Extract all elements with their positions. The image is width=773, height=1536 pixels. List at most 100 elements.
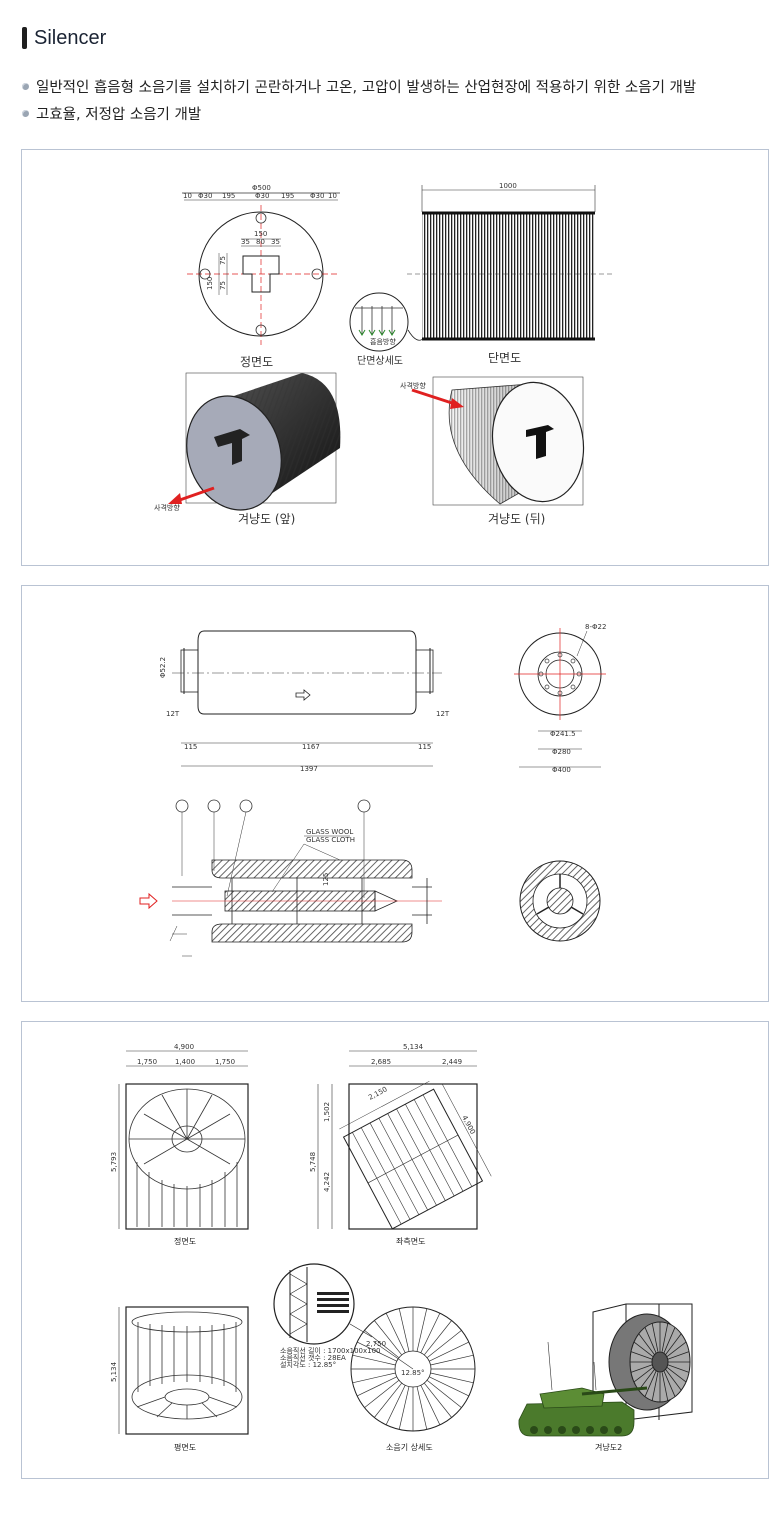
dim-label: 12.85° — [401, 1369, 425, 1377]
section-detail-drawing: 흡음방향 단면상세도 — [349, 292, 425, 367]
detail-tag: 흡음방향 — [370, 337, 396, 346]
dim-label: 1,750 — [215, 1058, 235, 1066]
drawing-spoke-line — [663, 1371, 676, 1397]
drawing-spoke-line — [633, 1367, 654, 1383]
drawing-spoke-line — [364, 1379, 400, 1408]
arrow-label: 사격방향 — [400, 381, 426, 390]
drawing-spoke-line — [352, 1372, 396, 1384]
section-header: Silencer — [22, 26, 106, 50]
note-label: GLASS WOOL — [306, 828, 353, 836]
drawing-spoke-line — [630, 1351, 653, 1360]
drawing-spoke-line — [423, 1382, 452, 1418]
bullet-icon — [22, 110, 29, 117]
drawing-panel-1-svg: Φ500 10 Φ30 195 Φ30 195 Φ30 10 150 35 80… — [154, 182, 612, 526]
caption-iso-back: 겨냥도 (뒤) — [488, 512, 545, 526]
dim-label: 10 — [328, 192, 337, 200]
title-bar-marker — [22, 27, 27, 49]
drawing-spoke-line — [356, 1376, 397, 1397]
dim-label: 1167 — [302, 743, 320, 751]
caption-section-view: 단면도 — [488, 351, 521, 365]
dim-label: 2,685 — [371, 1058, 391, 1066]
p3-iso-view: 겨냥도2 — [518, 1303, 693, 1452]
drawing-spoke-line — [430, 1354, 474, 1366]
detail-note: 소음직선 갯수 : 28EA — [280, 1353, 346, 1362]
list-item: 일반적인 흡음형 소음기를 설치하기 곤란하거나 고온, 고압이 발생하는 산업… — [22, 73, 696, 100]
drawing-spoke-line — [630, 1364, 653, 1373]
drawing-spoke-line — [651, 1372, 659, 1401]
dim-label: Φ500 — [252, 184, 271, 192]
drawing-spoke-line — [385, 1385, 406, 1426]
dim-label: 1,502 — [323, 1102, 331, 1122]
bullet-text: 고효율, 저정압 소음기 개발 — [36, 107, 202, 123]
drawing-spoke-line — [398, 1386, 410, 1430]
drawing-spoke-line — [666, 1341, 687, 1357]
drawing-panel-2-svg: Φ52.2 12T 12T 115 1167 115 1397 8-Φ22 Φ2… — [139, 623, 606, 957]
p3-left-view: 5,134 2,685 2,449 5,748 1,502 4,242 2,15… — [309, 1043, 492, 1246]
p3-detail-view: 소음직선 길이 : 1700x100x100 소음직선 갯수 : 28EA 설치… — [273, 1263, 476, 1452]
dim-label: 35 — [241, 238, 250, 246]
drawing-spoke-line — [420, 1312, 441, 1353]
drawing-spoke-line — [663, 1327, 676, 1353]
drawing-panel-2: Φ52.2 12T 12T 115 1167 115 1397 8-Φ22 Φ2… — [21, 585, 769, 1002]
dim-label: 8-Φ22 — [585, 623, 606, 631]
drawing-spoke-line — [426, 1379, 462, 1408]
caption-p3-iso: 겨냥도2 — [595, 1443, 622, 1452]
drawing-spoke-line — [661, 1372, 669, 1401]
p3-front-view: 4,900 1,750 1,400 1,750 5,793 정면도 — [110, 1043, 249, 1246]
dim-label: Φ30 — [255, 192, 269, 200]
detail-note: 설치각도 : 12.85° — [280, 1360, 336, 1369]
dim-label: 75 — [219, 281, 227, 290]
end-view-drawing: 8-Φ22 Φ241.5 Φ280 Φ400 — [514, 623, 606, 774]
dim-label: 2,150 — [367, 1085, 388, 1101]
section-view-drawing: 1000 단면도 — [407, 182, 612, 365]
dim-label: 195 — [281, 192, 294, 200]
dim-label: 4,900 — [460, 1114, 476, 1135]
drawing-spoke-line — [423, 1320, 452, 1356]
dim-label: 4,242 — [323, 1172, 331, 1192]
arrow-label: 사격방향 — [154, 503, 180, 512]
dim-label: 12T — [436, 710, 450, 718]
ring-section-drawing — [519, 860, 601, 942]
dim-label: 150 — [254, 230, 267, 238]
caption-p3-front: 정면도 — [174, 1236, 196, 1246]
detail-note: 소음직선 길이 : 1700x100x100 — [280, 1346, 381, 1355]
dim-label: 115 — [184, 743, 197, 751]
drawing-spoke-line — [651, 1323, 659, 1352]
dim-label: 195 — [222, 192, 235, 200]
bullet-icon — [22, 83, 29, 90]
dim-label: 1000 — [499, 182, 517, 190]
drawing-spoke-line — [661, 1323, 669, 1352]
iso-back-drawing: 사격방향 겨냥도 (뒤) — [400, 376, 585, 526]
drawing-spoke-line — [398, 1308, 410, 1352]
iso-front-drawing: 사격방향 겨냥도 (앞) — [154, 372, 341, 526]
side-view-drawing: Φ52.2 12T 12T 115 1167 115 1397 — [159, 630, 450, 773]
drawing-spoke-line — [644, 1371, 657, 1397]
dim-label: 80 — [256, 238, 265, 246]
p3-plan-view: 5,134 평면도 — [110, 1306, 249, 1452]
dim-label: 5,748 — [309, 1152, 317, 1172]
dim-label: 150 — [206, 277, 214, 290]
page-title: Silencer — [34, 26, 107, 49]
dim-label: 125 — [322, 873, 330, 886]
drawing-spoke-line — [429, 1341, 470, 1362]
drawing-spoke-line — [356, 1341, 397, 1362]
drawing-spoke-line — [416, 1386, 428, 1430]
drawing-spoke-line — [430, 1372, 474, 1384]
cross-section-drawing: GLASS WOOL GLASS CLOTH 125 — [139, 799, 442, 957]
drawing-spoke-line — [374, 1320, 403, 1356]
drawing-spoke-line — [666, 1367, 687, 1383]
drawing-spoke-line — [426, 1330, 462, 1359]
dim-label: 2,750 — [366, 1340, 386, 1348]
caption-section-detail: 단면상세도 — [357, 355, 403, 367]
dim-label: Φ241.5 — [550, 730, 576, 738]
drawing-spoke-line — [665, 1333, 682, 1355]
dim-label: 5,793 — [110, 1152, 118, 1172]
front-view-drawing: Φ500 10 Φ30 195 Φ30 195 Φ30 10 150 35 80… — [182, 184, 340, 369]
drawing-spoke-line — [638, 1369, 655, 1391]
drawing-spoke-line — [665, 1369, 682, 1391]
dim-label: Φ30 — [310, 192, 324, 200]
dim-label: 2,449 — [442, 1058, 462, 1066]
dim-label: 4,900 — [174, 1043, 194, 1051]
dim-label: 12T — [166, 710, 180, 718]
drawing-spoke-line — [429, 1376, 470, 1397]
